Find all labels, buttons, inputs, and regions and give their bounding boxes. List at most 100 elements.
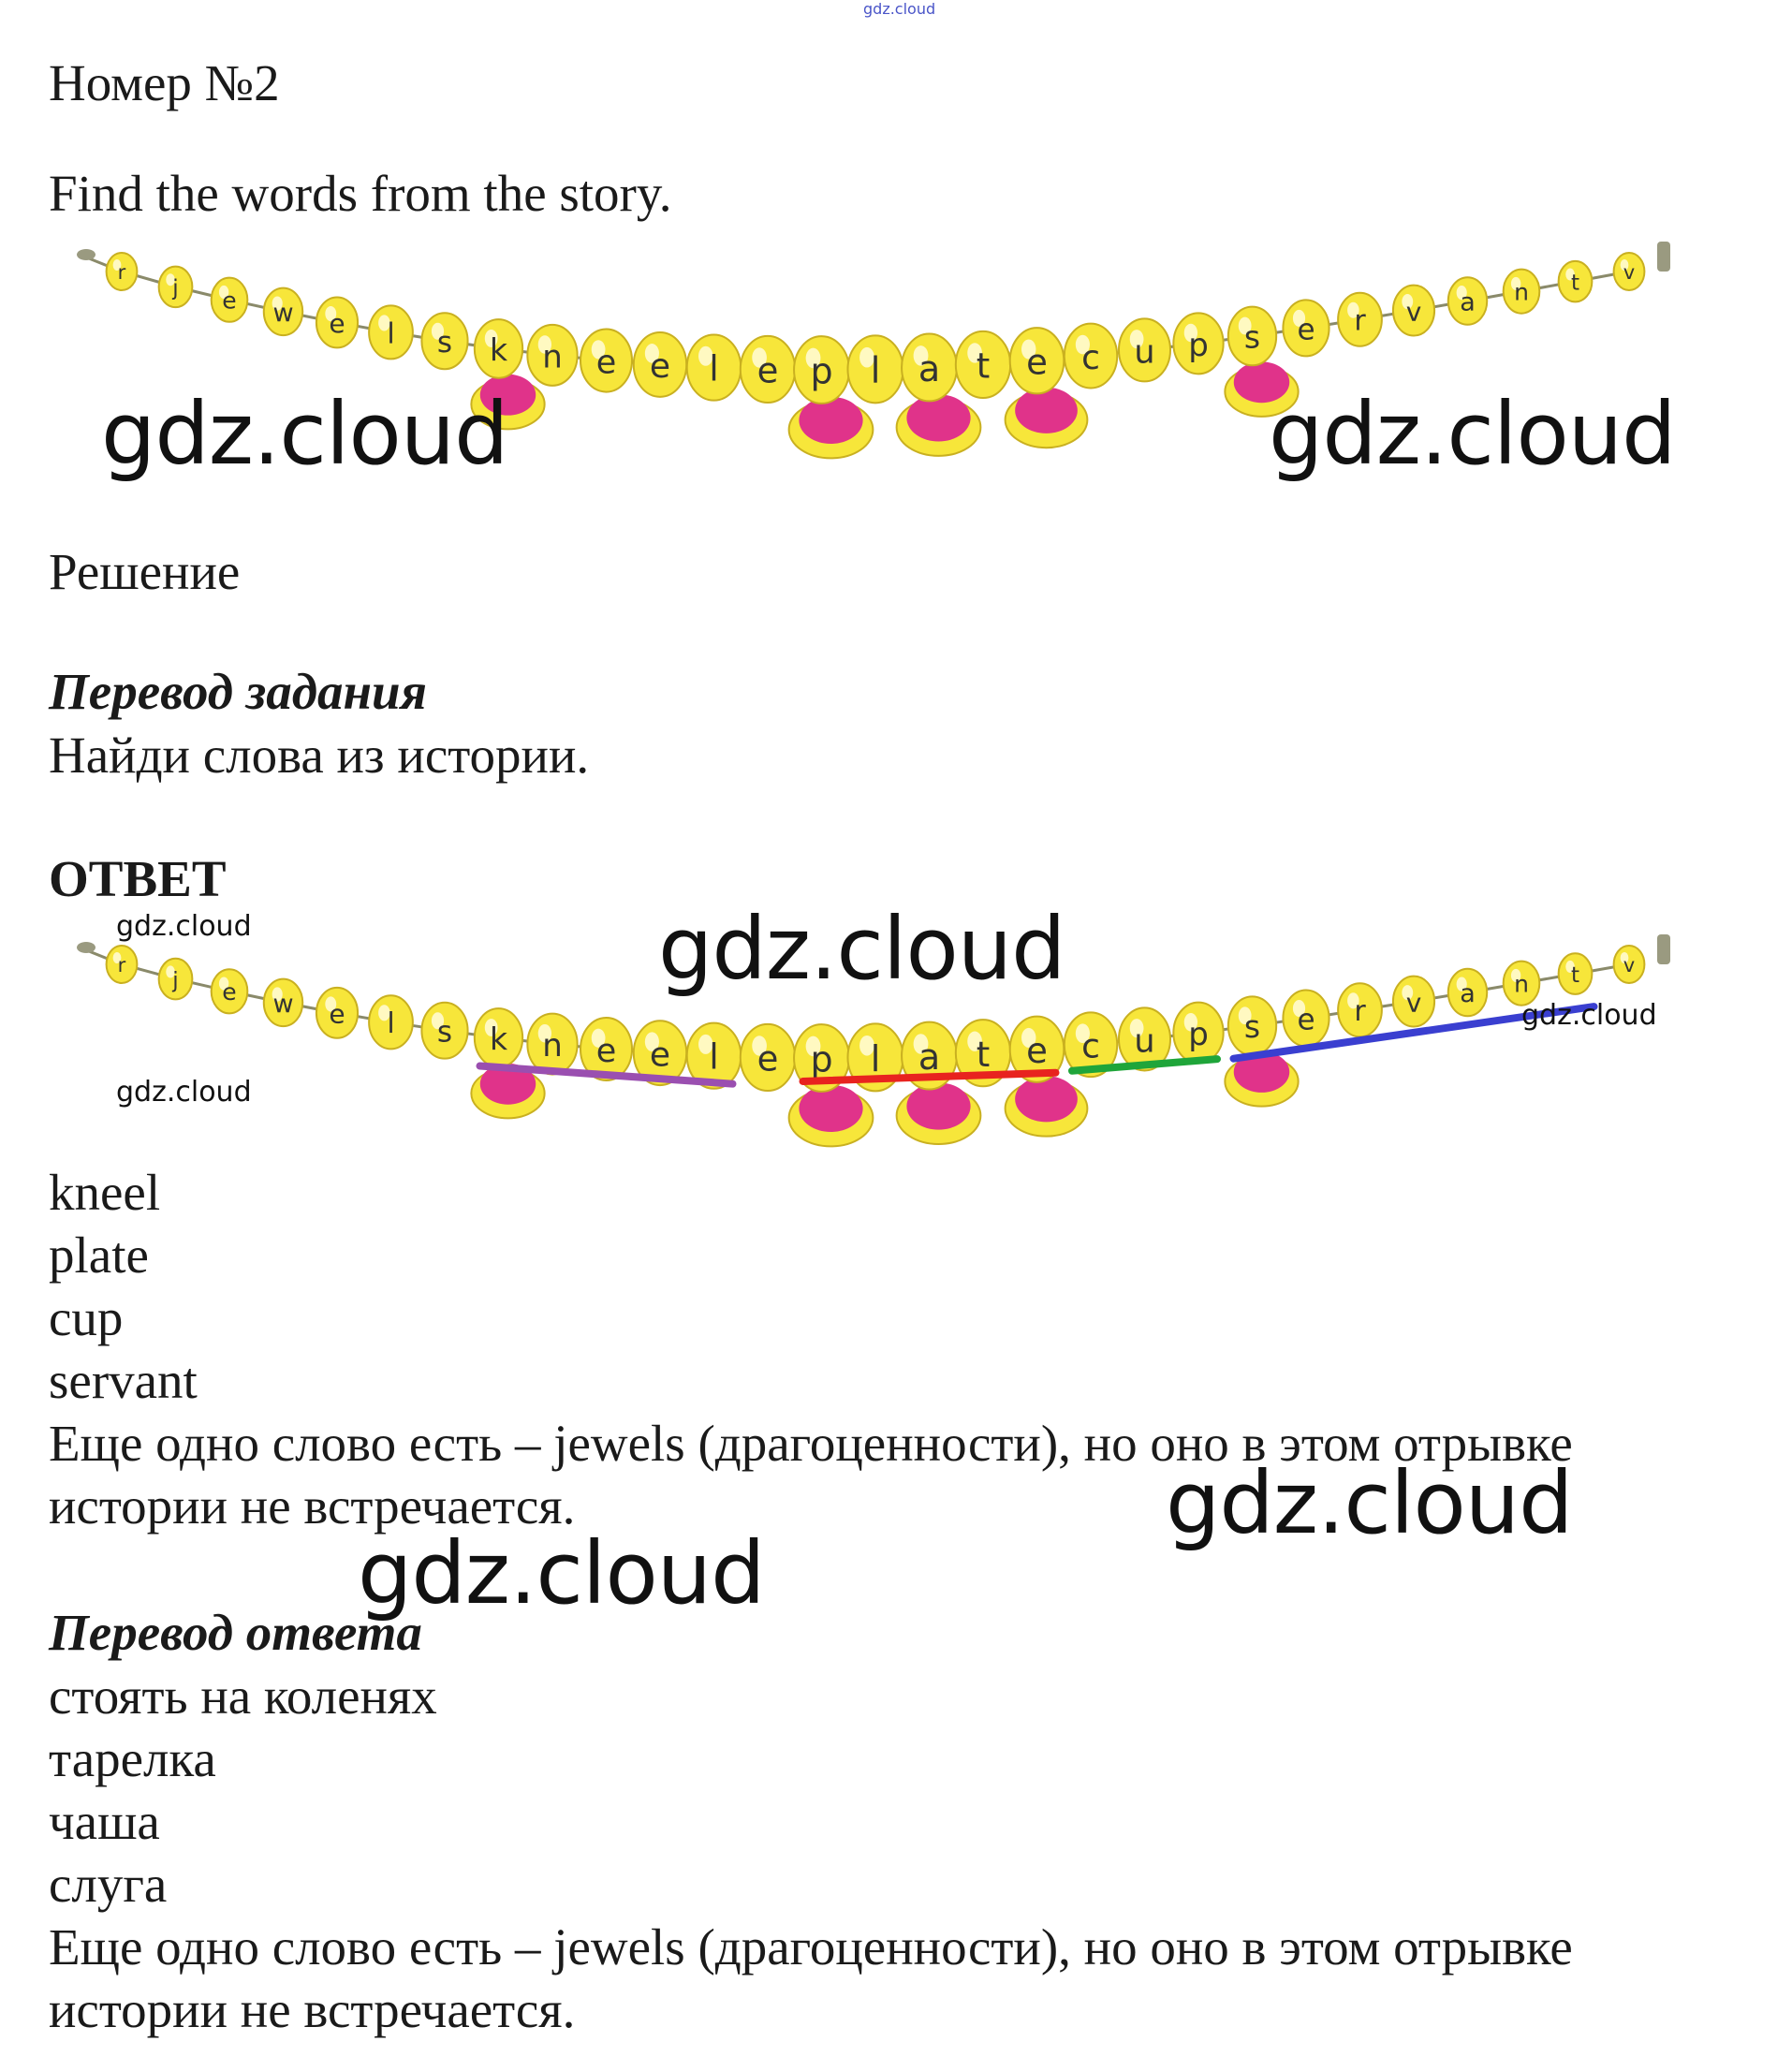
- bead-letter: e: [329, 999, 345, 1030]
- bead-letter: p: [810, 1038, 832, 1080]
- bead-letter: r: [1354, 995, 1366, 1028]
- watermark-small: gdz.cloud: [116, 910, 252, 943]
- pendant-bead: [470, 374, 546, 431]
- highlight-servant: [1229, 1003, 1598, 1063]
- pendant-bead: [787, 1084, 874, 1148]
- bead: n: [1502, 268, 1541, 315]
- bead: e: [1282, 299, 1330, 358]
- bead-letter: j: [171, 968, 178, 992]
- bead-letter: e: [596, 344, 617, 381]
- bead: a: [1447, 276, 1489, 326]
- bead: n: [526, 1012, 579, 1076]
- bead-letter: e: [222, 978, 236, 1006]
- bead-letter: j: [171, 276, 178, 301]
- answer-translation-heading: Перевод ответа: [49, 1604, 422, 1661]
- bead: l: [368, 994, 414, 1050]
- watermark: gdz.cloud: [101, 384, 508, 484]
- bead-letter: a: [1460, 979, 1476, 1008]
- bead-letter: s: [437, 326, 452, 360]
- solution-label: Решение: [49, 543, 241, 600]
- bead: u: [1117, 1006, 1172, 1072]
- bead-letter: e: [329, 308, 345, 339]
- bead: p: [793, 335, 850, 404]
- bead-letter: l: [871, 350, 881, 391]
- bead: l: [368, 304, 414, 360]
- answer-translation: чаша: [49, 1793, 160, 1850]
- top-watermark: gdz.cloud: [863, 0, 936, 18]
- watermark: gdz.cloud: [1166, 1453, 1573, 1553]
- bead: v: [1612, 252, 1646, 291]
- bead: c: [1063, 1011, 1119, 1079]
- bead-letter: c: [1081, 1028, 1100, 1066]
- bead-letter: n: [542, 338, 563, 375]
- bead-letter: e: [1297, 1004, 1315, 1037]
- bead: a: [901, 332, 958, 403]
- bead: p: [1172, 312, 1225, 375]
- bead: e: [632, 1020, 688, 1087]
- bead: e: [579, 328, 634, 393]
- bead-letter: e: [650, 347, 670, 386]
- highlight-plate: [799, 1068, 1060, 1085]
- bead-letter: l: [387, 317, 394, 350]
- bead-letter: p: [1188, 327, 1209, 364]
- bead-letter: w: [272, 990, 293, 1019]
- bead: s: [1226, 305, 1278, 367]
- answer-word: servant: [49, 1352, 198, 1409]
- bead-letter: k: [490, 331, 508, 368]
- pendant-bead: [1224, 361, 1300, 418]
- bead: w: [262, 286, 304, 337]
- bead-letter: e: [1297, 313, 1315, 346]
- bead-letter: u: [1134, 1022, 1154, 1060]
- answer-word: cup: [49, 1289, 124, 1346]
- bead: e: [739, 1022, 797, 1093]
- bead: t: [954, 330, 1012, 400]
- bead-letter: e: [757, 1039, 779, 1080]
- bead-letter: l: [709, 349, 718, 389]
- bead: r: [1337, 291, 1383, 347]
- bead-letter: t: [1571, 271, 1579, 295]
- bead-letter: v: [1623, 954, 1635, 977]
- bead-letter: l: [871, 1038, 881, 1080]
- page-heading: Номер №2: [49, 54, 280, 111]
- bead-letter: e: [596, 1033, 617, 1070]
- bead-letter: t: [977, 1035, 991, 1075]
- bead: e: [632, 331, 688, 398]
- bead: w: [262, 977, 304, 1028]
- bead-letter: t: [977, 346, 991, 387]
- bead-letter: s: [437, 1016, 452, 1050]
- bead: l: [846, 1022, 904, 1093]
- bead: s: [1226, 995, 1278, 1056]
- pendant-bead: [1224, 1051, 1300, 1108]
- bead-letter: t: [1571, 963, 1579, 988]
- answer-translation: слуга: [49, 1856, 168, 1913]
- answer-word: plate: [49, 1226, 149, 1284]
- pendant-bead: [470, 1063, 546, 1120]
- bead: e: [315, 986, 360, 1039]
- clasp-icon: [1657, 934, 1670, 964]
- answer-heading: ОТВЕТ: [49, 850, 227, 907]
- bead-letter: e: [1026, 342, 1048, 382]
- bead: p: [1172, 1001, 1225, 1065]
- bead: u: [1117, 317, 1172, 383]
- clasp-icon: [1657, 242, 1670, 272]
- bead: s: [420, 1001, 469, 1060]
- bead: t: [1557, 259, 1594, 303]
- bead: s: [420, 312, 469, 371]
- bead: e: [210, 276, 249, 323]
- pendant-bead: [1004, 1076, 1089, 1138]
- bead-letter: c: [1081, 339, 1100, 377]
- answer-note: истории не встречается.: [49, 1981, 576, 2038]
- bead-letter: e: [222, 287, 236, 315]
- answer-word: kneel: [49, 1164, 161, 1221]
- bead-letter: l: [709, 1037, 718, 1078]
- clasp-icon: [77, 249, 95, 260]
- bead: e: [315, 296, 360, 349]
- bead-letter: v: [1406, 296, 1422, 327]
- bead: l: [685, 1021, 742, 1090]
- bead: n: [1502, 960, 1541, 1006]
- bead: e: [739, 334, 797, 404]
- bead-letter: l: [387, 1007, 394, 1040]
- bead: c: [1063, 322, 1119, 389]
- clasp-icon: [77, 942, 95, 953]
